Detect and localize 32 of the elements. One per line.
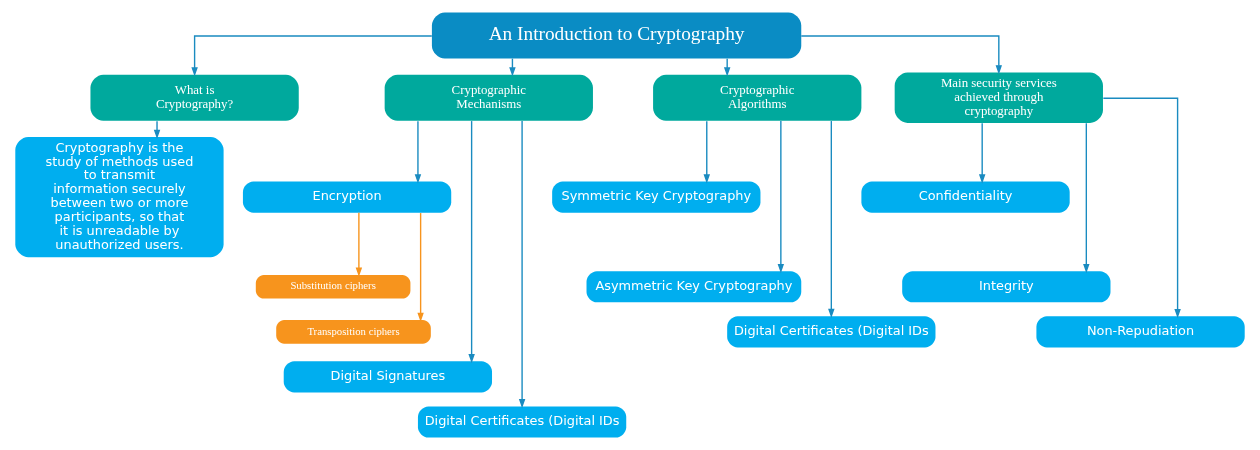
node-box: Confidentiality bbox=[861, 181, 1070, 213]
arrow bbox=[1102, 97, 1181, 319]
arrow bbox=[414, 120, 422, 184]
node-box: Symmetric Key Cryptography bbox=[552, 181, 761, 213]
arrow bbox=[518, 120, 526, 409]
node-box: Asymmetric Key Cryptography bbox=[586, 271, 802, 303]
arrow bbox=[1083, 122, 1090, 274]
node-box: Cryptographic Algorithms bbox=[653, 74, 862, 121]
arrow bbox=[355, 212, 363, 277]
arrow bbox=[153, 120, 161, 139]
node-box: An Introduction to Cryptography bbox=[431, 12, 802, 59]
node-box: Non-Repudiation bbox=[1036, 316, 1245, 348]
arrow bbox=[703, 120, 710, 184]
node-box: Transposition ciphers bbox=[276, 320, 431, 344]
node-box: Cryptography is the study of methods used to transmit information securely between two or more participants, so that it is unreadable by unauthorized users. bbox=[15, 136, 224, 258]
node-box: Substitution ciphers bbox=[255, 274, 411, 299]
arrow bbox=[723, 58, 731, 77]
arrow bbox=[468, 120, 475, 364]
arrow bbox=[828, 120, 835, 319]
arrow bbox=[191, 35, 433, 77]
node-box: Cryptographic Mechanisms bbox=[384, 74, 593, 121]
arrow bbox=[800, 35, 1003, 75]
node-box: Encryption bbox=[242, 181, 452, 213]
node-box: Digital Certificates (Digital IDs bbox=[727, 316, 936, 348]
node-box: Main security services achieved through cryptography bbox=[894, 72, 1103, 123]
node-box: Integrity bbox=[902, 271, 1111, 303]
arrow bbox=[978, 122, 986, 184]
arrow bbox=[777, 120, 785, 274]
node-box: What is Cryptography? bbox=[90, 74, 299, 121]
arrow bbox=[417, 212, 424, 322]
node-box: Digital Certificates (Digital IDs bbox=[417, 406, 627, 438]
node-box: Digital Signatures bbox=[283, 361, 493, 393]
